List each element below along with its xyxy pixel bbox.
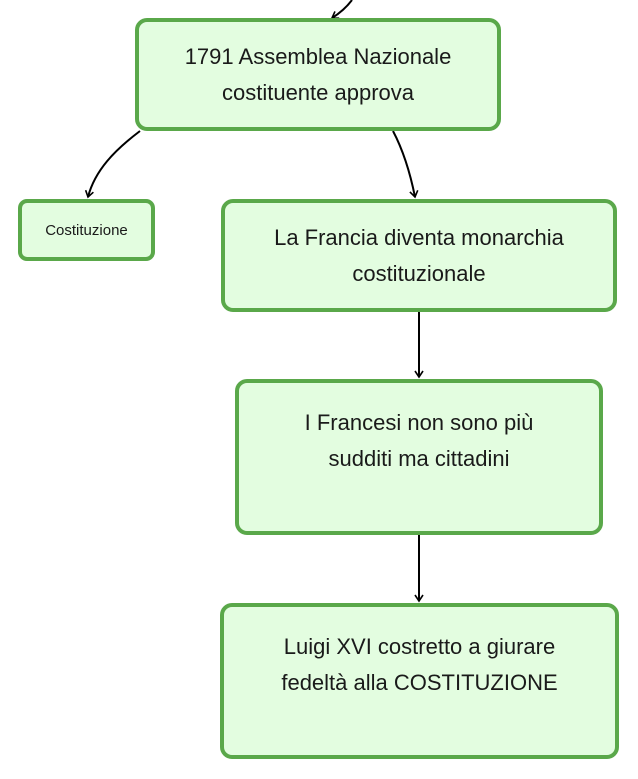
node-costituzione[interactable]: Costituzione	[18, 199, 155, 261]
node-francia[interactable]: La Francia diventa monarchia costituzion…	[221, 199, 617, 312]
node-assemblea[interactable]: 1791 Assemblea Nazionale costituente app…	[135, 18, 501, 131]
node-francia-label: La Francia diventa monarchia costituzion…	[274, 224, 564, 286]
node-luigi[interactable]: Luigi XVI costretto a giurare fedeltà al…	[220, 603, 619, 759]
node-cittadini[interactable]: I Francesi non sono più sudditi ma citta…	[235, 379, 603, 535]
node-cittadini-label: I Francesi non sono più sudditi ma citta…	[304, 410, 534, 471]
node-luigi-label: Luigi XVI costretto a giurare fedeltà al…	[281, 634, 558, 695]
incoming-arrow	[330, 0, 353, 20]
arrow-assemblea-to-francia	[392, 130, 419, 199]
node-assemblea-label: 1791 Assemblea Nazionale costituente app…	[184, 43, 452, 105]
arrow-assemblea-to-costituzione	[84, 130, 141, 199]
node-costituzione-label: Costituzione	[45, 221, 128, 239]
